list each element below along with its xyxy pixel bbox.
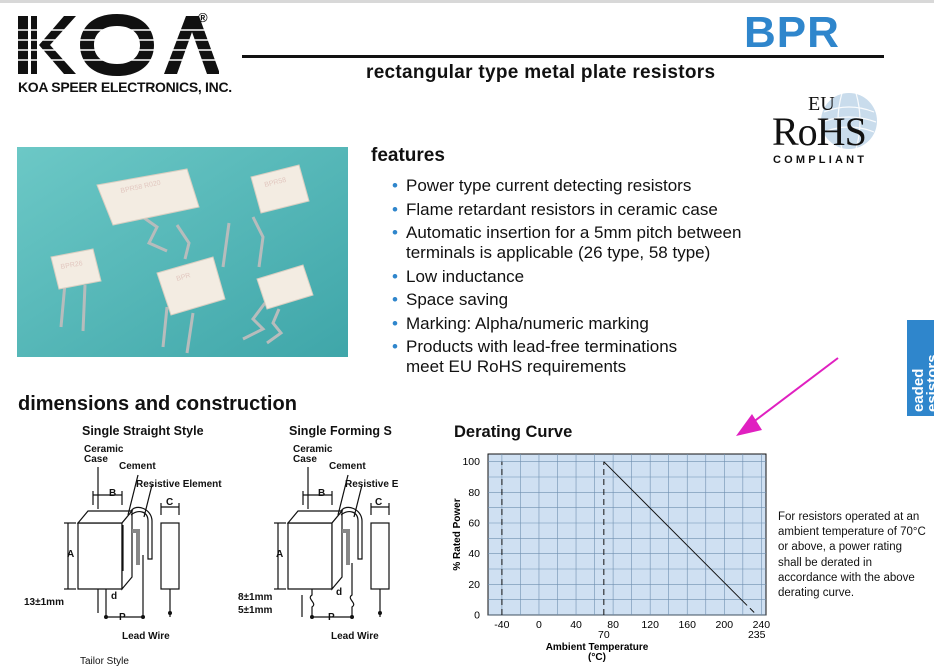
- cement-label: Cement: [119, 461, 156, 472]
- forming-dim-upper-label: 8±1mm: [238, 592, 273, 603]
- dim-d-label: d: [111, 591, 118, 602]
- x-tick-label: -40: [494, 619, 509, 631]
- resistive-element-label: Resistive Element: [136, 479, 222, 490]
- rohs-label: RoHS: [772, 109, 867, 154]
- forming-dim-c-label: C: [375, 497, 383, 508]
- series-name: BPR: [744, 8, 840, 57]
- x-tick-label: 120: [641, 619, 659, 631]
- side-category-tab[interactable]: eaded esistors: [907, 320, 934, 416]
- x-tick-label: 80: [607, 619, 619, 631]
- y-tick-label: 0: [474, 610, 480, 622]
- feature-item: Marking: Alpha/numeric marking: [392, 314, 792, 334]
- registered-mark: ®: [198, 10, 208, 25]
- x-tick-label: 40: [570, 619, 582, 631]
- forming-style-title: Single Forming S: [289, 424, 392, 438]
- y-tick-label: 100: [462, 456, 480, 468]
- header-rule: [242, 55, 884, 58]
- straight-style-diagram: [64, 467, 180, 619]
- forming-resistive-label: Resistive E: [345, 479, 399, 490]
- ceramic-case-label: Ceramic Case: [84, 445, 123, 465]
- derating-title: Derating Curve: [454, 423, 573, 441]
- forming-ceramic-case-label: Ceramic Case: [293, 445, 332, 465]
- x-axis-unit: (°C): [588, 652, 606, 663]
- lead-wire-label: Lead Wire: [122, 631, 170, 642]
- forming-dim-d-label: d: [336, 587, 343, 598]
- feature-item: Power type current detecting resistors: [392, 176, 792, 196]
- feature-item: Products with lead-free terminations mee…: [392, 337, 716, 377]
- y-tick-label: 20: [468, 579, 480, 591]
- feature-item: Low inductance: [392, 267, 792, 287]
- dim-b-label: B: [109, 488, 117, 499]
- y-axis-label: % Rated Power: [452, 498, 463, 570]
- derating-chart: 0 20 40 60 80 100 -40 0 40 80 120 160 200 240 70 235 % R…: [452, 453, 771, 663]
- y-tick-label: 80: [468, 487, 480, 499]
- x-axis-label: Ambient Temperature: [546, 642, 649, 653]
- y-tick-label: 60: [468, 518, 480, 530]
- ceramic-case-line2: Case: [84, 454, 108, 465]
- forming-ceramic-line1: Ceramic: [293, 444, 333, 455]
- rohs-globe-icon: [821, 92, 877, 150]
- rohs-eu-label: EU: [808, 93, 835, 115]
- dim-c-label: C: [166, 497, 174, 508]
- annotation-arrow-icon: [736, 357, 839, 436]
- lead-length-label: 13±1mm: [24, 597, 64, 608]
- x-extra-tick-label: 235: [748, 629, 766, 641]
- plot-area: [487, 453, 767, 616]
- derating-note: For resistors operated at an ambient tem…: [778, 511, 926, 600]
- feature-item: Space saving: [392, 290, 792, 310]
- ceramic-case-line1: Ceramic: [84, 444, 124, 455]
- forming-ceramic-line2: Case: [293, 454, 317, 465]
- dim-p-label: P: [119, 612, 126, 623]
- forming-dim-lower-label: 5±1mm: [238, 605, 273, 616]
- feature-item: Automatic insertion for a 5mm pitch betw…: [392, 223, 786, 263]
- forming-dim-p-label: P: [328, 612, 335, 623]
- svg-text:BPR26: BPR26: [60, 260, 83, 271]
- forming-lead-wire-label: Lead Wire: [331, 631, 379, 642]
- feature-item: Flame retardant resistors in ceramic cas…: [392, 200, 792, 220]
- forming-dim-a-label: A: [276, 549, 284, 560]
- product-photo: BPR58 R020 BPR26 BPR58 BPR: [17, 147, 348, 357]
- svg-text:BPR: BPR: [176, 272, 192, 283]
- x-tick-label: 0: [536, 619, 542, 631]
- forming-style-diagram: [274, 467, 390, 619]
- forming-cement-label: Cement: [329, 461, 366, 472]
- product-subtitle: rectangular type metal plate resistors: [366, 62, 716, 83]
- cut-off-caption: Tailor Style: [80, 656, 129, 667]
- company-name: KOA SPEER ELECTRONICS, INC.: [18, 79, 232, 95]
- x-tick-label: 240: [753, 619, 771, 631]
- features-title: features: [371, 145, 445, 166]
- top-border: [0, 0, 934, 3]
- series-line-2: [603, 461, 744, 602]
- rohs-compliant-label: COMPLIANT: [773, 154, 868, 166]
- straight-style-title: Single Straight Style: [82, 424, 204, 438]
- koa-logo: [14, 14, 219, 76]
- features-list: Power type current detecting resistors F…: [392, 176, 792, 381]
- side-tab-line2: esistors: [924, 354, 934, 412]
- x-tick-label: 200: [716, 619, 734, 631]
- y-tick-label: 40: [468, 548, 480, 560]
- x-extra-tick-label: 70: [598, 629, 610, 641]
- x-tick-label: 160: [678, 619, 696, 631]
- dimensions-title: dimensions and construction: [18, 393, 297, 415]
- series-line-3: [742, 600, 758, 616]
- forming-dim-b-label: B: [318, 488, 326, 499]
- dim-a-label: A: [67, 549, 75, 560]
